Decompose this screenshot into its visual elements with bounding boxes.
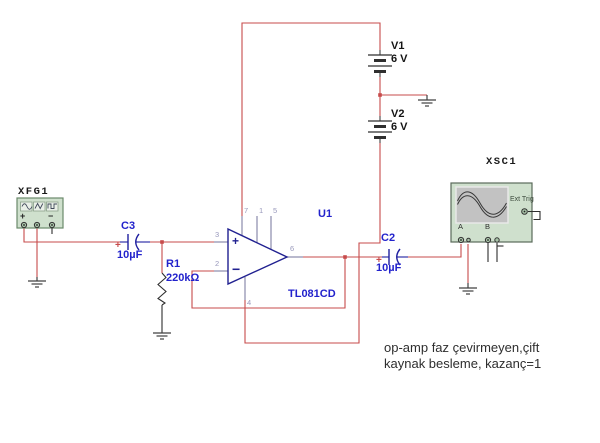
xfg1-sine-glyph	[21, 203, 33, 210]
junction-dot-supply-mid	[378, 93, 382, 97]
xfg1-plus-sign: +	[20, 211, 26, 221]
xsc1-screen	[455, 186, 509, 224]
annotation-text-line1[interactable]: op-amp faz çevirmeyen,çift	[384, 340, 540, 355]
function-generator-xfg1[interactable]	[16, 197, 64, 234]
c3-value[interactable]: 10µF	[117, 249, 143, 261]
v2-label[interactable]: V2	[391, 108, 405, 120]
u1-pin2-number: 2	[215, 259, 220, 268]
ground-xfg[interactable]	[28, 277, 46, 288]
battery-v2[interactable]	[368, 116, 392, 143]
ground-supply-mid[interactable]	[418, 95, 436, 107]
xsc1-ext-trig-dot	[523, 210, 526, 213]
xsc1-label[interactable]: XSC1	[486, 156, 518, 168]
c2-value[interactable]: 10µF	[376, 262, 402, 274]
xfg1-label[interactable]: XFG1	[18, 186, 50, 198]
xfg1-square-glyph	[47, 203, 57, 209]
wire-feedback-loop[interactable]	[191, 257, 346, 309]
wire-c2-to-scope-a[interactable]	[408, 244, 462, 258]
c3-minus-plate	[135, 233, 140, 251]
xfg1-minus-sign: −	[48, 211, 54, 221]
u1-part-number[interactable]: TL081CD	[288, 288, 336, 300]
xfg1-plus-terminal-dot	[23, 224, 25, 226]
xsc1-a-dot	[460, 239, 462, 241]
u1-pin6-number: 6	[290, 244, 295, 253]
r1-value[interactable]: 220kΩ	[166, 272, 200, 284]
u1-inverting-sign: −	[232, 261, 241, 277]
xfg1-square-icon	[46, 201, 59, 212]
wire-negative-supply[interactable]	[244, 143, 381, 344]
u1-label[interactable]: U1	[318, 208, 333, 220]
wire-positive-supply[interactable]	[241, 22, 381, 216]
wire-midrail-to-ground[interactable]	[379, 77, 427, 96]
xsc1-ext-trig-stub	[528, 210, 541, 221]
r1-label[interactable]: R1	[166, 258, 181, 270]
xsc1-waveform-1	[457, 191, 507, 215]
u1-noninverting-sign: +	[232, 234, 240, 248]
capacitor-c3[interactable]	[120, 233, 150, 251]
u1-pin5-number: 5	[273, 206, 278, 215]
junction-dot-output	[343, 255, 347, 259]
xsc1-b-dot	[487, 239, 489, 241]
capacitor-c2[interactable]	[382, 248, 408, 266]
xsc1-channel-a-label: A	[458, 222, 464, 231]
xfg1-common-terminal-dot	[36, 224, 38, 226]
oscilloscope-xsc1[interactable]	[450, 182, 541, 262]
xsc1-a-minus-terminal[interactable]	[466, 237, 471, 243]
c3-label[interactable]: C3	[121, 220, 136, 232]
c2-label[interactable]: C2	[381, 232, 396, 244]
resistor-r1[interactable]	[157, 272, 167, 328]
u1-pin4-number: 4	[247, 298, 252, 307]
xsc1-waveform-2	[457, 195, 507, 218]
battery-v1[interactable]	[368, 50, 392, 77]
wire-input-from-xfg[interactable]	[23, 227, 120, 243]
u1-pin1-number: 1	[259, 206, 264, 215]
ground-scope[interactable]	[459, 283, 477, 295]
u1-triangle-body	[227, 227, 289, 286]
ground-r1[interactable]	[153, 328, 171, 340]
opamp-u1[interactable]	[214, 216, 303, 300]
annotation-text-line2[interactable]: kaynak besleme, kazanç=1	[384, 356, 542, 371]
xsc1-ext-trig-label: Ext Trig	[510, 196, 534, 203]
xfg1-triangle-glyph	[34, 202, 44, 210]
r1-zigzag	[157, 272, 167, 306]
u1-pin3-number: 3	[215, 230, 220, 239]
v2-value[interactable]: 6 V	[391, 121, 408, 133]
c3-polarity-mark: +	[115, 240, 121, 251]
xsc1-channel-b-label: B	[485, 222, 491, 231]
junction-dot-c3-r1	[160, 240, 164, 244]
v1-label[interactable]: V1	[391, 40, 405, 52]
c2-polarity-mark: +	[376, 255, 382, 266]
xsc1-b-minus-terminal[interactable]	[494, 237, 500, 243]
v1-value[interactable]: 6 V	[391, 53, 408, 65]
xfg1-minus-terminal-dot	[51, 224, 53, 226]
c2-minus-plate	[396, 248, 401, 266]
u1-pin7-number: 7	[244, 206, 249, 215]
